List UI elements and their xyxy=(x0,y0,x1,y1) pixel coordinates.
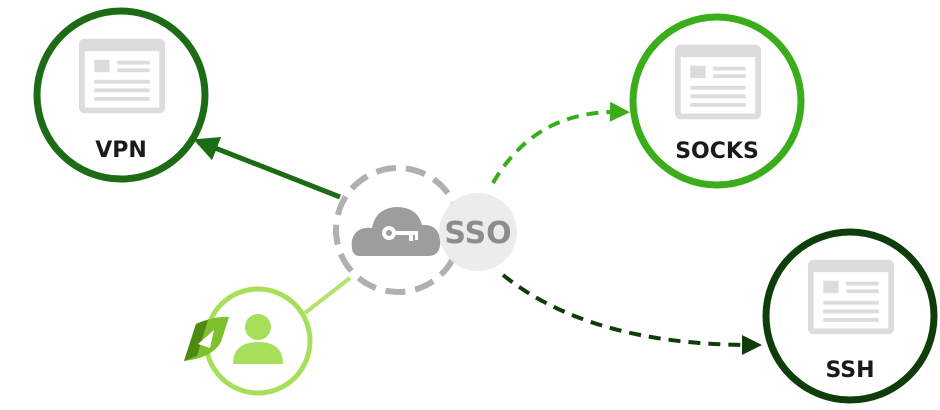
node-ssh-label: SSH xyxy=(825,358,874,383)
node-socks-label: SOCKS xyxy=(675,139,759,164)
sso-hub[interactable]: SSO xyxy=(333,165,517,295)
sso-badge xyxy=(439,193,517,271)
leaf-logo-icon xyxy=(184,316,229,361)
connector-user-to-hub xyxy=(303,276,352,315)
node-ssh[interactable]: SSH xyxy=(762,228,938,404)
node-vpn[interactable]: VPN xyxy=(33,7,209,183)
user-icon xyxy=(233,314,283,364)
node-vpn-label: VPN xyxy=(95,138,147,163)
node-socks[interactable]: SOCKS xyxy=(629,13,805,189)
cloud-key-icon xyxy=(351,207,441,256)
user-node[interactable] xyxy=(184,286,313,396)
connector-hub-to-ssh xyxy=(501,273,762,355)
sso-label: SSO xyxy=(444,216,511,251)
connector-hub-to-socks xyxy=(491,101,630,184)
user-ring xyxy=(203,286,313,396)
connector-hub-to-vpn xyxy=(193,136,341,200)
